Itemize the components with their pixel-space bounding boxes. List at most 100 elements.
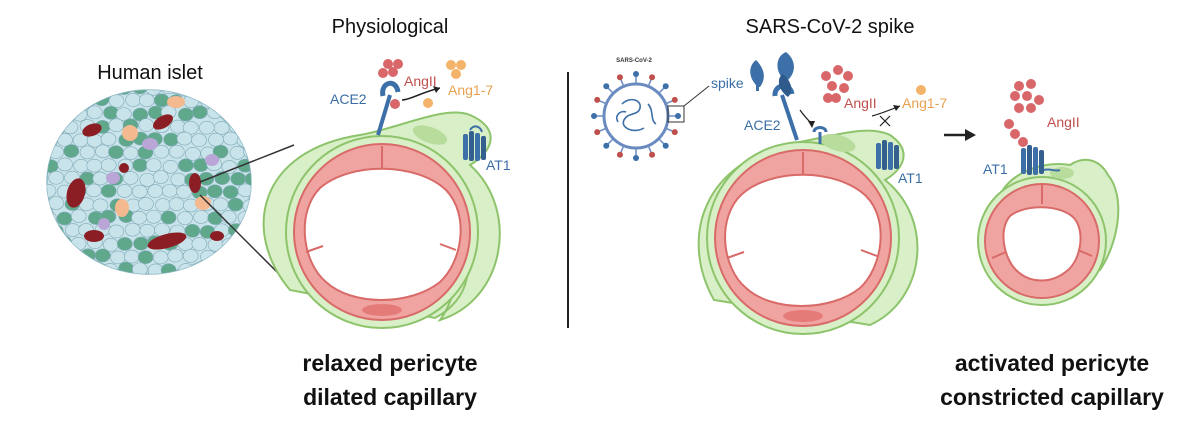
virus-spike-head bbox=[603, 142, 610, 149]
islet-cell bbox=[63, 144, 80, 158]
islet-cell bbox=[48, 170, 65, 185]
mid-pericyte-capillary bbox=[697, 129, 919, 335]
islet-cell bbox=[243, 222, 251, 237]
angII-cluster-mid bbox=[821, 65, 853, 103]
islet-cell bbox=[153, 93, 170, 108]
islet-cell bbox=[47, 159, 59, 173]
islet-cell bbox=[177, 211, 193, 225]
spike-label: spike bbox=[711, 75, 744, 91]
virus-spike-head bbox=[675, 113, 681, 119]
virus-spike-head bbox=[616, 74, 623, 81]
ace2-label: ACE2 bbox=[330, 91, 367, 107]
virus-spike-head bbox=[649, 74, 656, 81]
islet-cell bbox=[92, 171, 109, 186]
angII-label-right: AngII bbox=[1047, 114, 1080, 130]
islet-cell bbox=[131, 184, 148, 199]
angII-cluster bbox=[378, 59, 403, 109]
islet-cell bbox=[261, 120, 276, 133]
islet-cell bbox=[137, 250, 154, 264]
islet-cell bbox=[115, 107, 132, 121]
islet-cell bbox=[145, 158, 162, 172]
islet-cell bbox=[147, 184, 164, 198]
right-caption-line2: constricted capillary bbox=[940, 384, 1164, 410]
islet-cell bbox=[178, 158, 194, 173]
spike-protein-1 bbox=[750, 60, 764, 91]
islet-cell bbox=[123, 249, 140, 264]
islet-cell bbox=[56, 211, 73, 226]
islet-cell bbox=[86, 158, 103, 173]
islet-cell bbox=[138, 197, 154, 211]
islet-cell bbox=[131, 210, 147, 225]
islet-label: Human islet bbox=[97, 62, 203, 84]
ang17-cluster bbox=[423, 60, 466, 108]
islet-cell bbox=[229, 145, 246, 160]
islet-cell bbox=[160, 210, 177, 225]
islet-cell bbox=[191, 237, 208, 251]
zoom-connector bbox=[683, 85, 710, 107]
islet-cell bbox=[168, 144, 185, 159]
islet-cell bbox=[139, 173, 156, 187]
islet-cell bbox=[79, 92, 96, 107]
islet-cell bbox=[259, 171, 274, 184]
islet-cell bbox=[86, 105, 103, 120]
islet-cell bbox=[47, 183, 57, 198]
islet-cell bbox=[153, 144, 170, 159]
islet-cell bbox=[214, 94, 231, 108]
islet-cell bbox=[93, 92, 110, 107]
endothelial-junctions-mid bbox=[726, 152, 878, 259]
islet-cell bbox=[212, 144, 229, 159]
islet-cell bbox=[79, 145, 96, 160]
islet-cell bbox=[132, 158, 148, 172]
viral-rna bbox=[615, 98, 657, 132]
islet-cell bbox=[70, 209, 87, 223]
islet-cell bbox=[64, 93, 80, 108]
islet-cell bbox=[56, 105, 73, 120]
islet-cell bbox=[208, 132, 224, 147]
islet-cell bbox=[200, 249, 216, 264]
islet-cell bbox=[138, 93, 155, 108]
at1-receptor-activated bbox=[1021, 145, 1061, 175]
islet-cell bbox=[108, 224, 125, 239]
angII-label-mid: AngII bbox=[844, 95, 877, 111]
islet-cell bbox=[176, 185, 192, 199]
islet-cell bbox=[199, 120, 215, 135]
islet-cell bbox=[70, 90, 87, 96]
virus-envelope bbox=[602, 82, 670, 150]
islet-cell bbox=[230, 171, 246, 186]
endothelial-nucleus bbox=[362, 304, 402, 316]
ang17-molecule bbox=[916, 85, 926, 95]
zoom-box bbox=[667, 105, 685, 123]
ang17-label-mid: Ang1-7 bbox=[902, 95, 947, 111]
islet-cell bbox=[212, 197, 229, 212]
capillary-lumen-mid bbox=[724, 173, 882, 307]
islet-cell bbox=[56, 235, 72, 250]
ace2-receptor bbox=[376, 80, 401, 136]
islet-cell bbox=[191, 133, 207, 148]
pericyte-nucleus-mid bbox=[820, 133, 856, 153]
at1-receptor bbox=[463, 125, 486, 161]
islet-cell bbox=[108, 118, 125, 133]
right-caption-line1: activated pericyte bbox=[955, 350, 1149, 376]
virus-spike-head bbox=[671, 96, 678, 103]
islet-cell bbox=[47, 106, 57, 120]
islet-cell bbox=[85, 183, 102, 198]
islet-cell bbox=[64, 223, 81, 237]
islet-cell bbox=[253, 106, 268, 119]
islet-cell bbox=[244, 120, 251, 135]
islet-cell bbox=[207, 261, 224, 274]
islet-cell bbox=[85, 262, 102, 274]
islet-cell bbox=[244, 172, 251, 186]
ace2-label-mid: ACE2 bbox=[744, 117, 781, 133]
islet-cell bbox=[139, 223, 156, 238]
human-islet bbox=[46, 89, 276, 275]
islet-cell bbox=[253, 184, 268, 197]
islet-cell bbox=[122, 146, 139, 160]
islet-cell bbox=[145, 90, 162, 96]
virus-spike-head bbox=[591, 113, 597, 119]
at1-receptor-mid bbox=[876, 140, 899, 170]
islet-cell bbox=[222, 185, 239, 199]
right-panel: SARS-CoV-2 spike SARS-CoV-2 spike bbox=[591, 16, 1164, 410]
islet-cell bbox=[100, 132, 117, 146]
islet-cell bbox=[73, 261, 90, 274]
islet-cell bbox=[152, 250, 169, 265]
